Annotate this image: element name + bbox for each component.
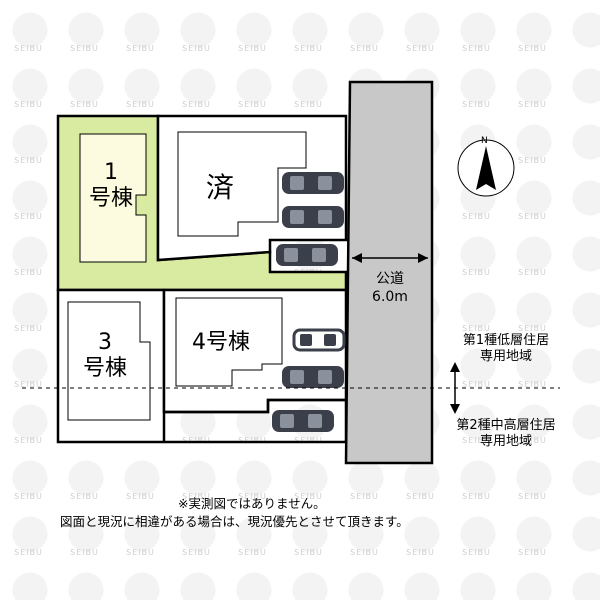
- watermark-text: SEIBU: [126, 44, 155, 53]
- zone-lower-line1: 第2種中高層住居: [456, 418, 556, 433]
- watermark-text: SEIBU: [238, 436, 267, 445]
- note-disclaimer: ※実測図ではありません。: [178, 496, 326, 511]
- watermark-text: SEIBU: [238, 548, 267, 557]
- watermark-text: SEIBU: [182, 436, 211, 445]
- watermark-text: SEIBU: [350, 492, 379, 501]
- watermark-text: SEIBU: [126, 492, 155, 501]
- car: [272, 410, 334, 432]
- lot-3-driveway: [164, 398, 348, 442]
- watermark-text: SEIBU: [462, 212, 491, 221]
- watermark-text: SEIBU: [70, 100, 99, 109]
- watermark-text: SEIBU: [406, 44, 435, 53]
- lot-1-suffix: 号棟: [88, 186, 133, 211]
- watermark-text: SEIBU: [518, 212, 547, 221]
- zone-lower-label: 第2種中高層住居 専用地域: [432, 418, 580, 450]
- car: [276, 244, 338, 266]
- watermark-text: SEIBU: [518, 324, 547, 333]
- watermark-text: SEIBU: [14, 212, 43, 221]
- watermark-text: SEIBU: [14, 436, 43, 445]
- watermark-text: SEIBU: [14, 548, 43, 557]
- watermark-text: SEIBU: [462, 100, 491, 109]
- lot-4-label: 4号棟: [192, 330, 250, 355]
- watermark-text: SEIBU: [238, 492, 267, 501]
- road-width-dimension: [352, 253, 428, 263]
- sold-label: 済: [206, 171, 235, 204]
- watermark-text: SEIBU: [70, 548, 99, 557]
- note-priority: 図面と現況に相違がある場合は、現況優先とさせて頂きます。: [60, 514, 409, 529]
- watermark-text: SEIBU: [350, 44, 379, 53]
- watermark-text: SEIBU: [462, 492, 491, 501]
- parking-cars: [272, 172, 346, 432]
- watermark-text: SEIBU: [14, 268, 43, 277]
- watermark-text: SEIBU: [126, 548, 155, 557]
- car: [282, 366, 344, 388]
- lot-4-building: [175, 297, 283, 387]
- watermark-text: SEIBU: [182, 548, 211, 557]
- watermark-text: SEIBU: [294, 100, 323, 109]
- watermark-text: SEIBU: [350, 548, 379, 557]
- zone-lower-line2: 専用地域: [479, 434, 532, 449]
- road-label: 公道 6.0m: [362, 270, 418, 306]
- lot-3-suffix: 号棟: [82, 356, 127, 381]
- watermark-text: SEIBU: [182, 100, 211, 109]
- watermark-text: SEIBU: [14, 324, 43, 333]
- lot-3-label: 3 号棟: [74, 330, 136, 382]
- watermark-text: SEIBU: [14, 380, 43, 389]
- lot-3-building: [67, 301, 151, 421]
- zone-upper-line2: 専用地域: [479, 349, 532, 364]
- zone-upper-label: 第1種低層住居 専用地域: [438, 333, 574, 365]
- watermark-text: SEIBU: [126, 100, 155, 109]
- lot-3-number: 3: [98, 330, 112, 355]
- car: [282, 206, 344, 228]
- watermark-text: SEIBU: [14, 492, 43, 501]
- watermark-text: SEIBU: [518, 548, 547, 557]
- watermark-text: SEIBU: [462, 548, 491, 557]
- watermark-text: SEIBU: [182, 44, 211, 53]
- watermark-text: SEIBU: [406, 548, 435, 557]
- compass-icon: [457, 139, 515, 197]
- zone-upper-line1: 第1種低層住居: [462, 333, 550, 348]
- watermark-text: SEIBU: [294, 492, 323, 501]
- watermark-text: SEIBU: [462, 268, 491, 277]
- watermark-text: SEIBU: [462, 380, 491, 389]
- watermark-text: SEIBU: [518, 436, 547, 445]
- watermark-text: SEIBU: [462, 44, 491, 53]
- zone-arrow: [450, 362, 460, 414]
- lot-1-label: 1 号棟: [86, 160, 136, 212]
- lot-1-building: [79, 133, 147, 263]
- watermark-text: SEIBU: [294, 44, 323, 53]
- watermark-text: SEIBU: [238, 44, 267, 53]
- watermark-text: SEIBU: [518, 100, 547, 109]
- watermark-text: SEIBU: [14, 156, 43, 165]
- watermark-text: SEIBU: [70, 44, 99, 53]
- road: [344, 80, 434, 465]
- watermark-text: SEIBU: [462, 436, 491, 445]
- lot-sold-building: [177, 131, 307, 237]
- watermark-text: SEIBU: [406, 492, 435, 501]
- watermark-text: SEIBU: [14, 100, 43, 109]
- watermark-text: SEIBU: [518, 380, 547, 389]
- watermark-text: SEIBU: [294, 436, 323, 445]
- lot-1-number: 1: [104, 160, 118, 185]
- watermark-text: SEIBU: [518, 492, 547, 501]
- road-name: 公道: [376, 271, 404, 287]
- car: [292, 328, 346, 352]
- road-width: 6.0m: [372, 289, 408, 305]
- watermark-text: SEIBU: [294, 548, 323, 557]
- watermark-text: SEIBU: [182, 492, 211, 501]
- watermark-text: SEIBU: [518, 44, 547, 53]
- watermark-text: SEIBU: [462, 324, 491, 333]
- watermark-text: SEIBU: [518, 156, 547, 165]
- compass-north-label: N: [481, 136, 488, 146]
- car: [282, 172, 344, 194]
- watermark-text: SEIBU: [70, 492, 99, 501]
- watermark-text: SEIBU: [14, 44, 43, 53]
- watermark-text: SEIBU: [518, 268, 547, 277]
- watermark-text: SEIBU: [238, 100, 267, 109]
